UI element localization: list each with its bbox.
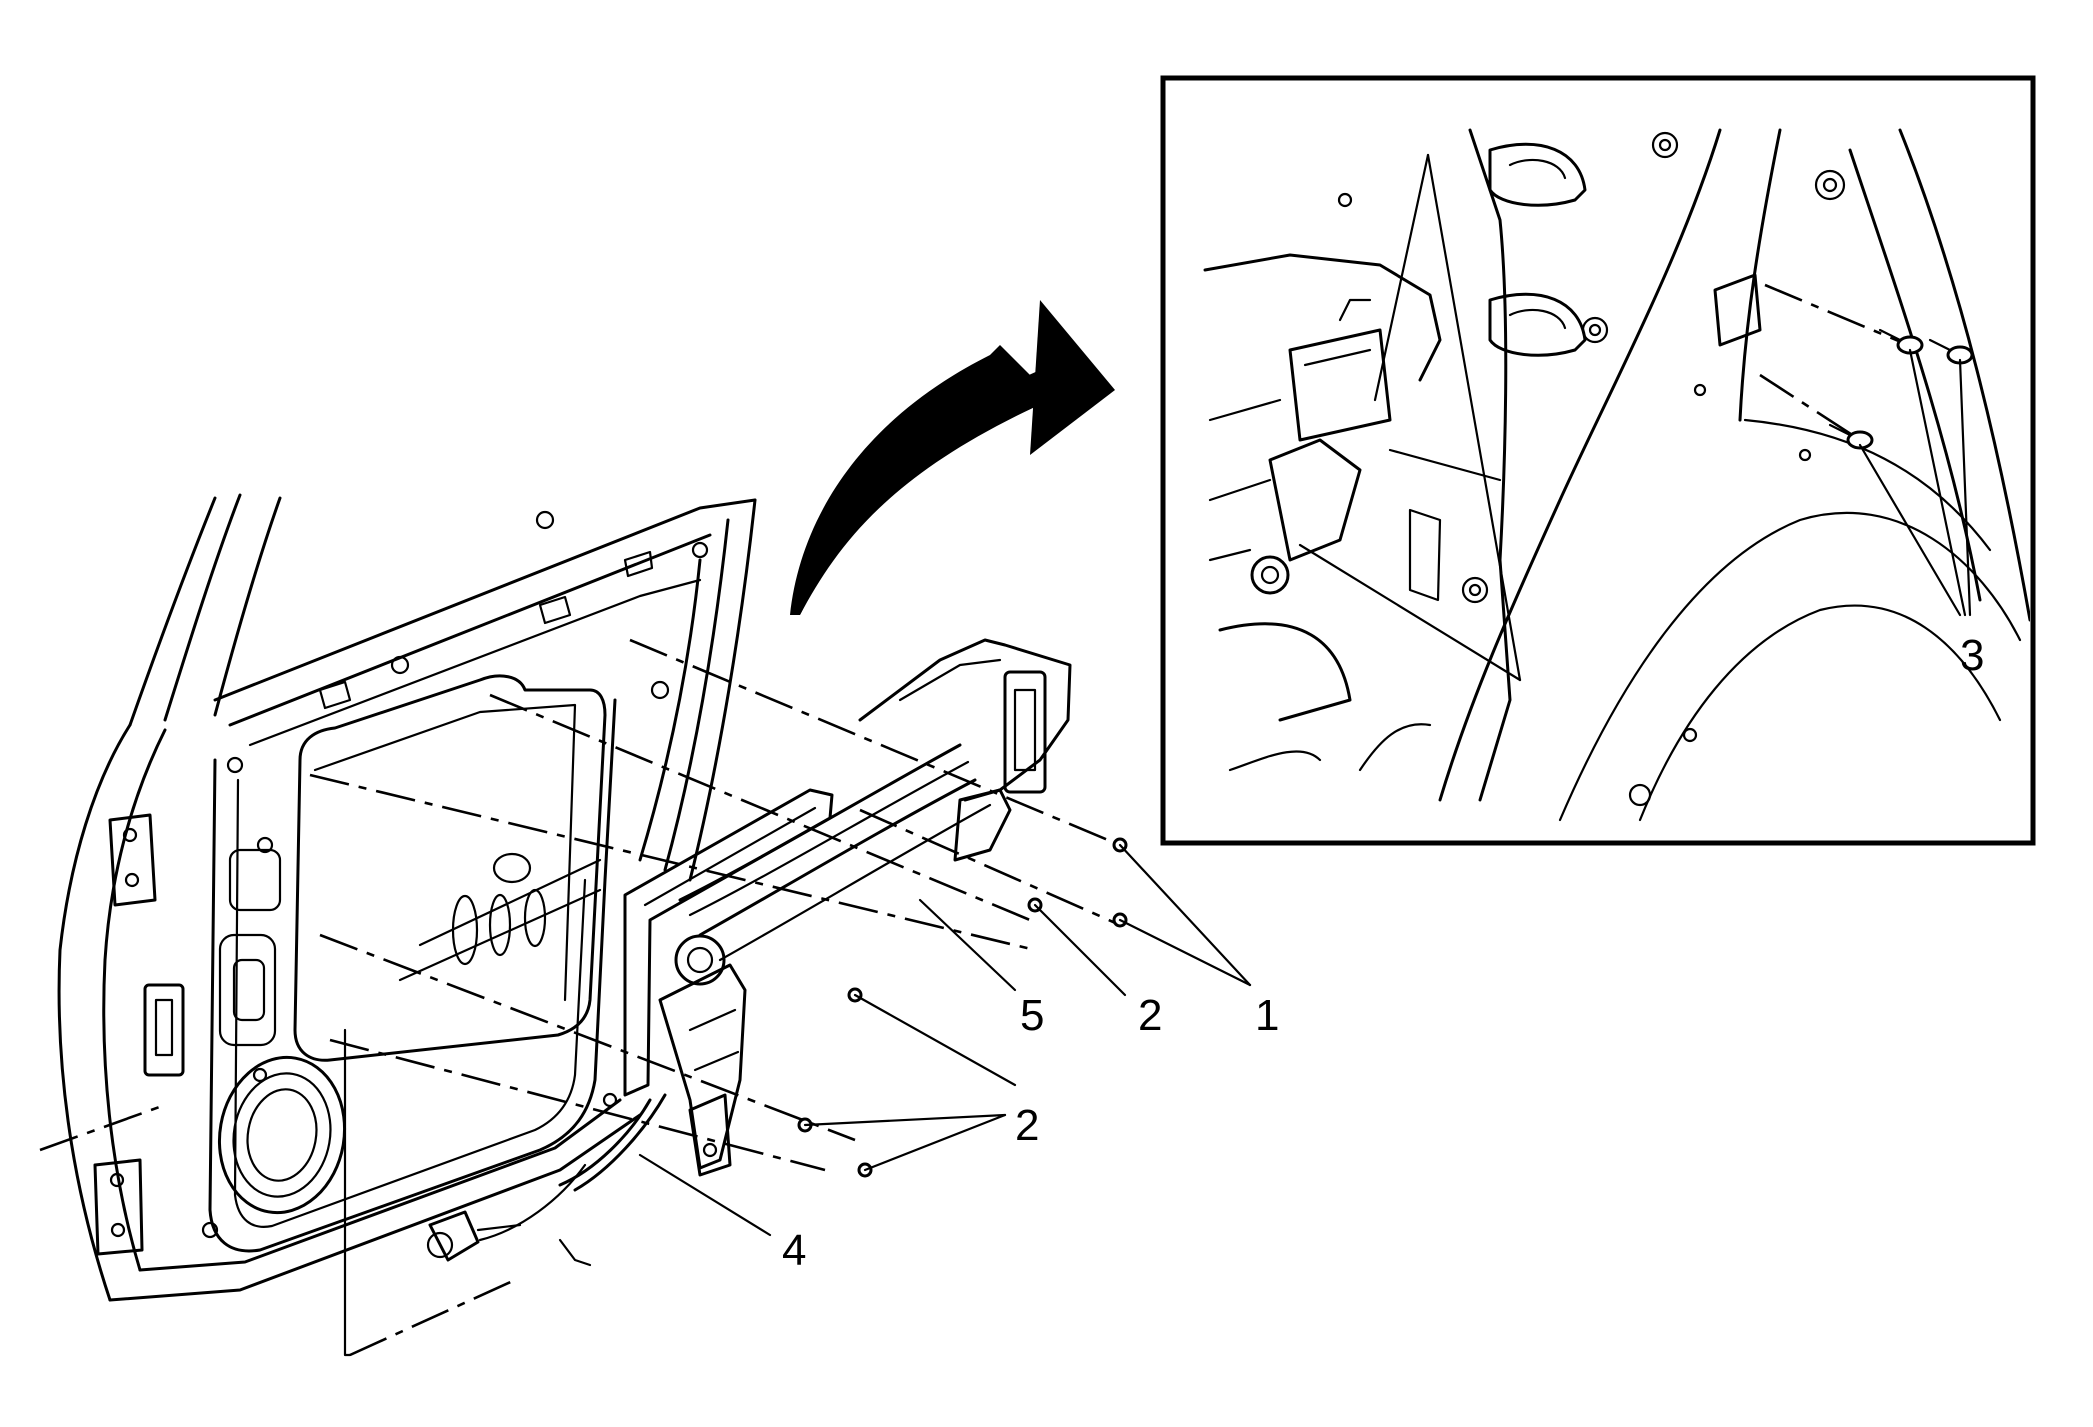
callout-5: 5 — [1020, 991, 1044, 1040]
screw-fastener — [1878, 328, 1924, 355]
detail-inset — [1160, 75, 2036, 846]
screw-fastener — [1828, 423, 1874, 450]
door-inner-panel — [57, 493, 757, 1302]
callout-1: 1 — [1255, 991, 1279, 1040]
leader-lines — [638, 843, 1252, 1237]
callout-4: 4 — [782, 1226, 806, 1275]
callout-3: 3 — [1960, 631, 1984, 680]
callout-2-upper: 2 — [1138, 991, 1162, 1040]
curved-arrow-icon — [790, 300, 1115, 615]
callout-2-lower: 2 — [1015, 1101, 1039, 1150]
fasteners-group — [797, 837, 1128, 1178]
alignment-lines — [39, 638, 1121, 1357]
callout-labels: 1 2 2 3 4 5 — [782, 631, 1984, 1275]
door-lock-module-assembly — [426, 638, 1072, 1267]
